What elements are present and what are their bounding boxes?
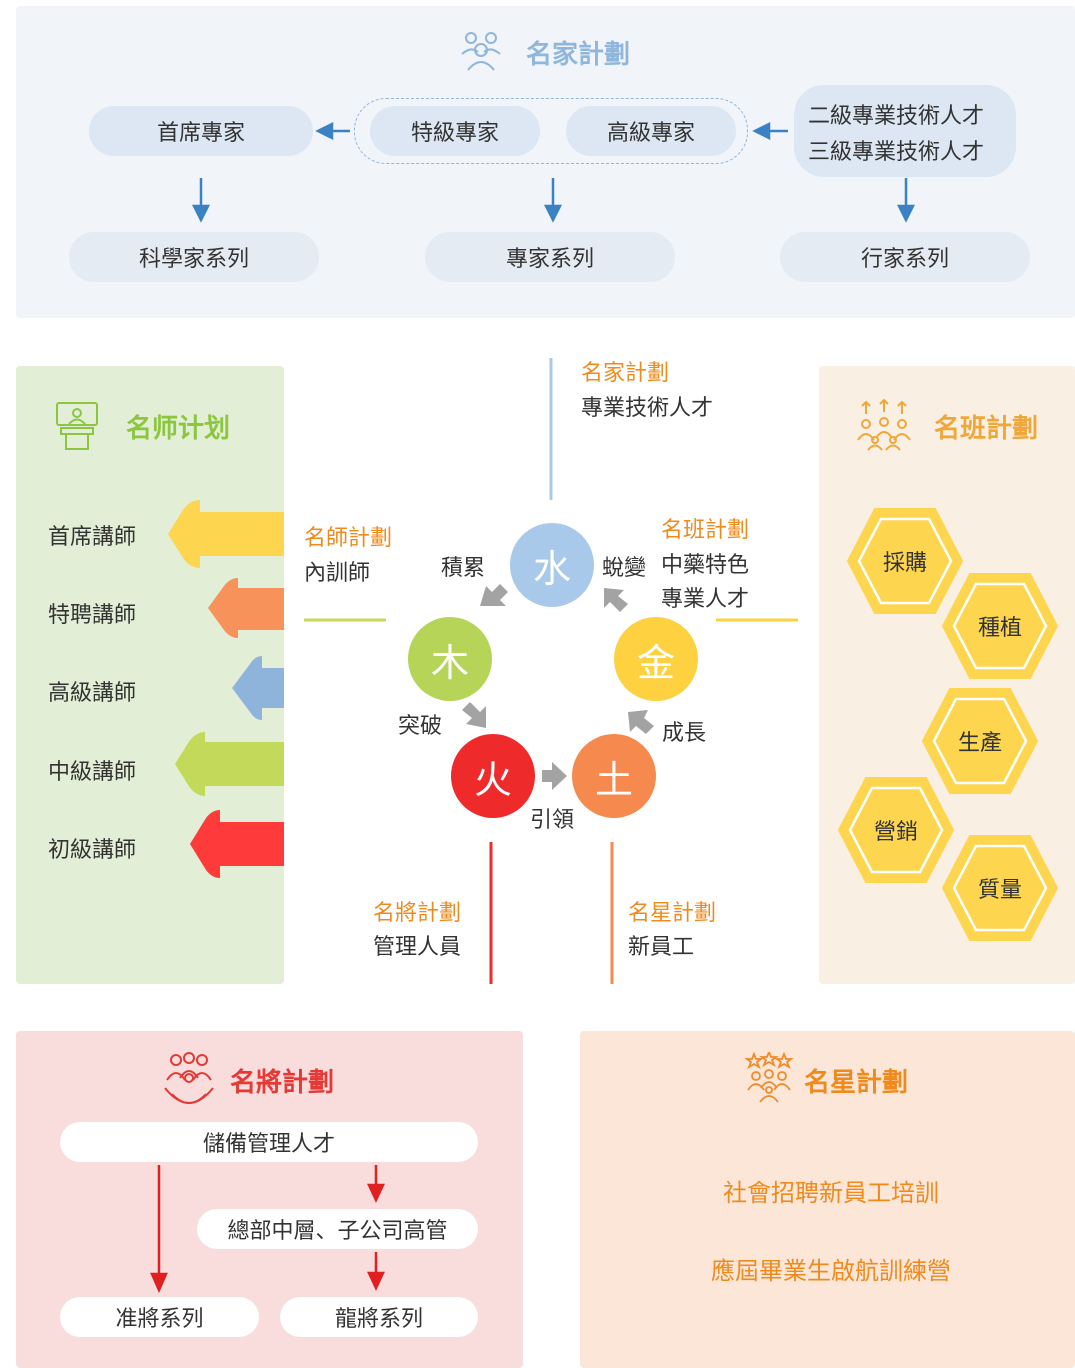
expert-plan-arrows <box>191 121 916 223</box>
flow-arrow-accumulate <box>480 584 508 606</box>
center-right-sub1: 中藥特色 <box>661 553 750 578</box>
professional-talent-box <box>794 85 1016 177</box>
level3-talent-label: 三級專業技術人才 <box>808 140 985 165</box>
center-bottom-right-title: 名星計劃 <box>628 901 717 926</box>
flow-arrow-transform <box>604 588 628 612</box>
center-left-sub: 內訓師 <box>304 561 371 586</box>
flow-label-grow: 成長 <box>662 721 707 746</box>
star-plan-title: 名星計劃 <box>804 1068 909 1098</box>
expert-group-outline <box>354 98 748 164</box>
junior-lecturer-label: 初級講師 <box>48 838 137 863</box>
center-top-sub: 專業技術人才 <box>581 396 714 421</box>
chief-lecturer-arrow <box>168 500 284 568</box>
class-group-icon <box>854 398 914 452</box>
planting-hex: 種植 <box>940 570 1060 682</box>
center-bottom-left-title: 名將計劃 <box>373 901 462 926</box>
social-recruit-training: 社會招聘新員工培訓 <box>723 1179 939 1207</box>
level2-talent-label: 二級專業技術人才 <box>808 104 985 129</box>
flow-arrow-lead <box>542 762 567 790</box>
expert-plan-title: 名家計劃 <box>526 40 631 70</box>
quality-label: 質量 <box>977 878 1022 903</box>
senior-expert-pill: 高級專家 <box>566 106 736 156</box>
lecturer-podium-icon <box>52 400 102 452</box>
chief-expert-pill: 首席專家 <box>89 106 313 156</box>
center-bottom-left-sub: 管理人員 <box>373 935 462 960</box>
special-expert-pill: 特級專家 <box>370 106 540 156</box>
flow-label-lead: 引領 <box>530 808 575 833</box>
general-plan-title: 名將計劃 <box>230 1068 335 1098</box>
expert-team-icon <box>458 28 504 74</box>
reserve-manager-pill: 儲備管理人才 <box>60 1122 478 1162</box>
center-connector-lines <box>304 358 798 984</box>
production-hex: 生產 <box>920 685 1040 797</box>
center-top-title: 名家計劃 <box>581 361 670 386</box>
center-right-title: 名班計劃 <box>661 518 750 543</box>
class-plan-title: 名班計劃 <box>934 414 1039 444</box>
flow-label-accumulate: 積累 <box>441 556 486 581</box>
dragon-general-pill: 龍將系列 <box>280 1297 478 1337</box>
planting-label: 種植 <box>977 616 1022 641</box>
chief-lecturer-label: 首席講師 <box>48 525 137 550</box>
general-plan-arrows <box>150 1165 385 1294</box>
water-element: 水 <box>510 523 594 607</box>
lecturer-level-arrows <box>168 500 284 878</box>
flow-arrow-grow <box>628 710 654 734</box>
distinguished-lecturer-arrow <box>208 578 284 638</box>
distinguished-lecturer-label: 特聘講師 <box>48 603 137 628</box>
star-team-icon <box>744 1049 794 1104</box>
quality-hex: 質量 <box>940 832 1060 944</box>
earth-element: 土 <box>572 734 656 818</box>
craftsman-series-pill: 行家系列 <box>780 232 1030 282</box>
flow-label-transform: 蛻變 <box>602 556 647 581</box>
leader-group-icon <box>162 1050 216 1106</box>
procurement-hex: 採購 <box>845 505 965 617</box>
junior-lecturer-arrow <box>190 810 284 878</box>
star-plan-panel <box>580 1031 1075 1368</box>
flow-arrow-breakthrough <box>462 702 486 728</box>
intermediate-lecturer-arrow <box>175 732 284 796</box>
center-right-sub2: 專業人才 <box>661 587 750 612</box>
senior-lecturer-label: 高級講師 <box>48 681 137 706</box>
teacher-plan-panel <box>16 366 284 984</box>
center-bottom-right-sub: 新員工 <box>628 935 695 960</box>
teacher-plan-title: 名师计划 <box>126 414 231 444</box>
procurement-label: 採購 <box>882 551 927 576</box>
senior-lecturer-arrow <box>232 656 284 720</box>
center-left-title: 名師計劃 <box>304 526 393 551</box>
marketing-label: 營銷 <box>873 820 918 845</box>
metal-element: 金 <box>614 617 698 701</box>
intermediate-lecturer-label: 中級講師 <box>48 760 137 785</box>
fire-element: 火 <box>451 734 535 818</box>
hq-middle-pill: 總部中層、子公司高管 <box>197 1209 478 1249</box>
expert-series-pill: 專家系列 <box>425 232 675 282</box>
wood-element: 木 <box>408 617 492 701</box>
marketing-hex: 營銷 <box>836 774 956 886</box>
production-label: 生產 <box>957 731 1002 756</box>
sub-general-pill: 准將系列 <box>60 1297 259 1337</box>
scientist-series-pill: 科學家系列 <box>69 232 319 282</box>
flow-label-breakthrough: 突破 <box>398 714 443 739</box>
graduate-camp: 應屆畢業生啟航訓練營 <box>711 1257 951 1285</box>
